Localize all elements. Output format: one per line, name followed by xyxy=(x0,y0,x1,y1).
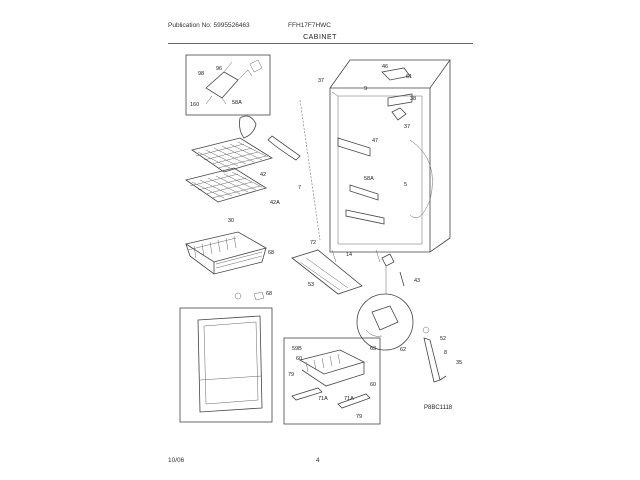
diagram-code: P8BC1118 xyxy=(424,405,453,411)
callout-71a-2: 71A xyxy=(344,396,354,402)
hinge-inset xyxy=(185,54,271,116)
footer-page-number: 4 xyxy=(316,457,320,464)
callout-68a: 68 xyxy=(268,250,275,256)
callout-38: 38 xyxy=(410,96,417,102)
callout-52: 52 xyxy=(440,336,447,342)
callout-37b: 37 xyxy=(404,124,411,130)
callout-47: 47 xyxy=(372,138,379,144)
callout-62: 62 xyxy=(400,347,407,353)
callout-5: 5 xyxy=(404,182,408,188)
callout-9: 9 xyxy=(364,86,368,92)
callout-160: 160 xyxy=(190,102,200,108)
callout-79b: 79 xyxy=(356,414,363,420)
callout-61: 61 xyxy=(406,74,413,80)
leveling-leg-detail xyxy=(356,253,414,351)
wire-shelf-lower xyxy=(185,167,267,203)
shelf-bracket xyxy=(239,115,301,161)
publication-number: Publication No: 5995526463 xyxy=(168,22,250,29)
callout-59b: 59B xyxy=(292,346,302,352)
callout-58a-inset: 58A xyxy=(232,100,242,106)
callout-72: 72 xyxy=(310,240,317,246)
callout-42a: 42A xyxy=(270,200,280,206)
callout-96: 96 xyxy=(216,66,223,72)
top-hinge-parts xyxy=(381,67,413,121)
callout-7: 7 xyxy=(298,185,302,191)
footer-date: 10/06 xyxy=(168,457,185,464)
header-rule xyxy=(168,43,473,44)
callout-79: 79 xyxy=(288,372,295,378)
model-number: FFH17F7HWC xyxy=(288,22,331,29)
callout-71a-1: 71A xyxy=(318,396,328,402)
screw-68 xyxy=(234,291,265,301)
callout-43: 43 xyxy=(414,278,421,284)
cabinet-body xyxy=(299,59,451,263)
grille xyxy=(291,249,363,295)
shelf-rails xyxy=(337,137,385,225)
callout-60a: 60 xyxy=(296,356,303,362)
callout-35: 35 xyxy=(456,360,463,366)
callout-42: 42 xyxy=(260,172,267,178)
wire-shelf-upper xyxy=(191,137,273,173)
callout-68b: 68 xyxy=(266,291,273,297)
callout-53: 53 xyxy=(308,282,315,288)
lower-basket-inset xyxy=(283,337,381,425)
callout-60b: 60 xyxy=(370,382,377,388)
callout-63: 63 xyxy=(370,346,377,352)
door-inset xyxy=(179,307,273,423)
callout-98: 98 xyxy=(198,71,205,77)
callout-30: 30 xyxy=(228,218,235,224)
callout-58a-right: 58A xyxy=(364,176,374,182)
wire-basket xyxy=(184,231,268,275)
section-title: CABINET xyxy=(303,34,337,41)
callout-14: 14 xyxy=(346,252,353,258)
callout-46: 46 xyxy=(382,64,389,70)
callout-8: 8 xyxy=(444,350,448,356)
callout-37: 37 xyxy=(318,78,325,84)
door-handle xyxy=(422,326,447,383)
